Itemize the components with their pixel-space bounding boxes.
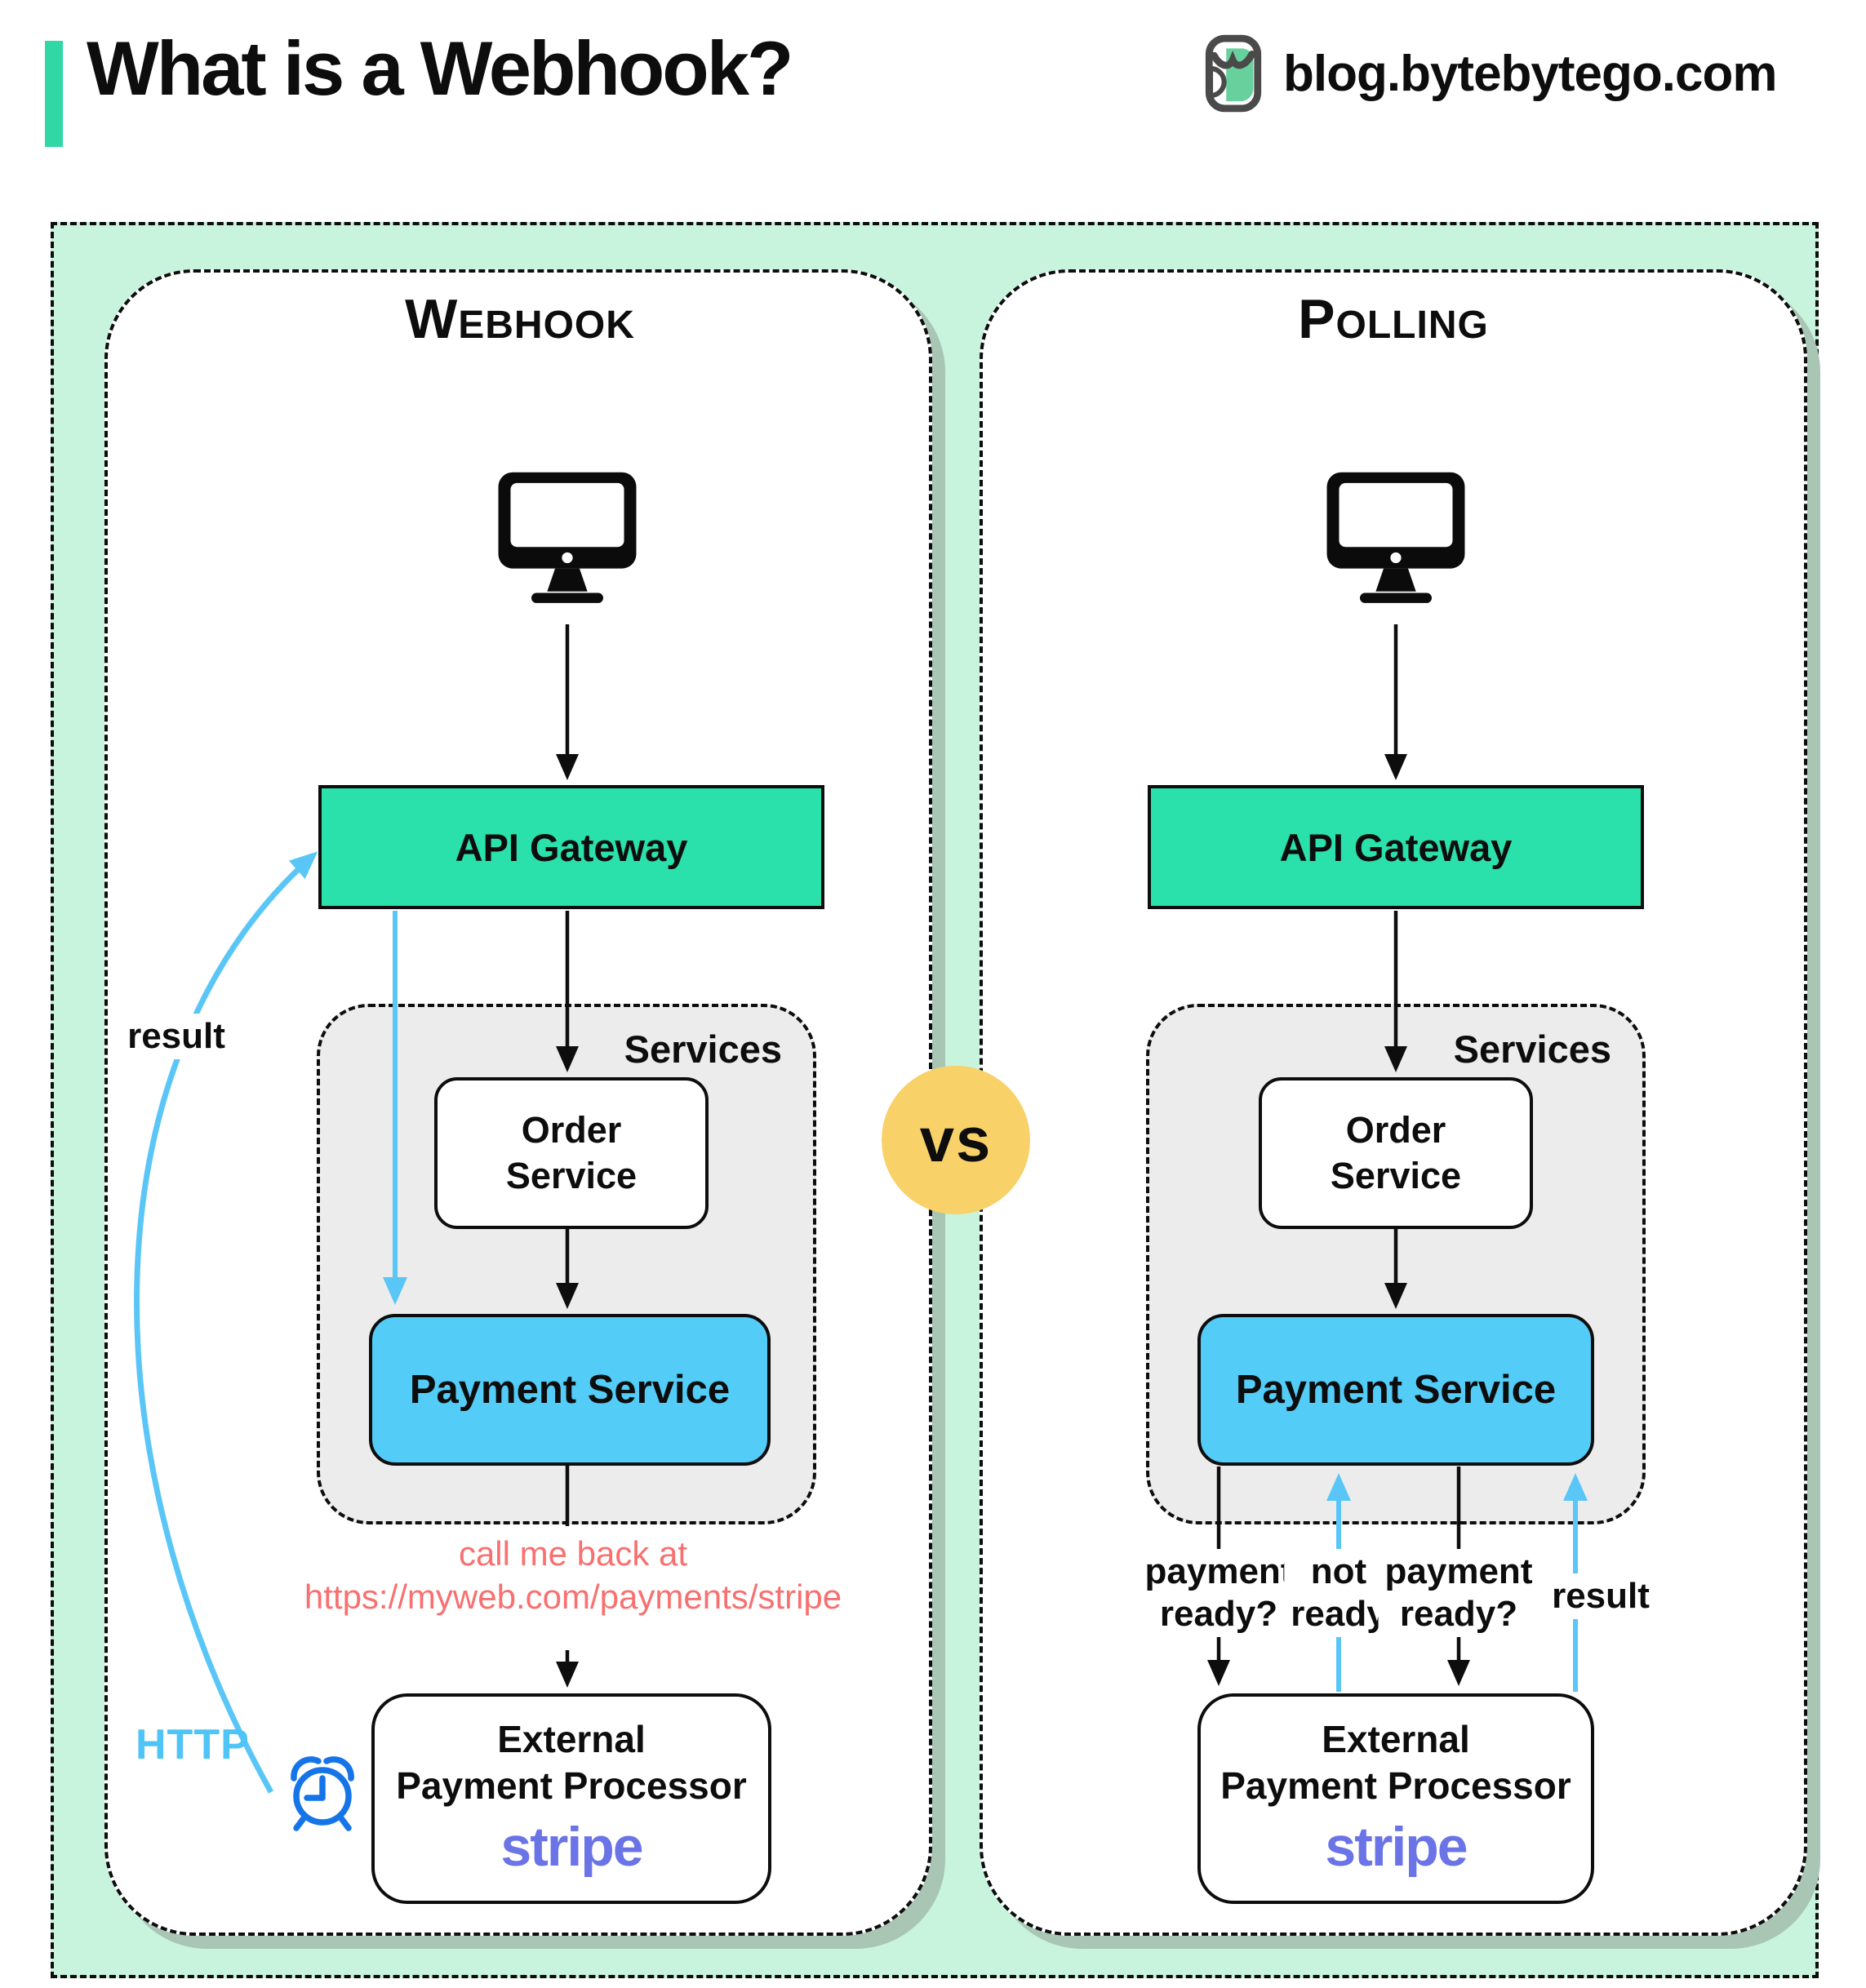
order-service-box-webhook: Order Service (434, 1077, 709, 1229)
logo-bird-line (1211, 51, 1256, 69)
payment-ready-1-line1: payment (1144, 1551, 1293, 1591)
not-ready-label: not ready (1284, 1549, 1393, 1637)
api-gateway-label: API Gateway (455, 825, 688, 869)
callback-note: call me back at https://myweb.com/paymen… (287, 1533, 859, 1618)
vs-text: vs (919, 1105, 993, 1175)
http-label: HTTP (136, 1721, 250, 1768)
page-title: What is a Webhook? (87, 25, 793, 111)
not-ready-line2: ready (1291, 1593, 1387, 1634)
payment-ready-2-line2: ready? (1399, 1593, 1518, 1634)
payment-ready-2-line1: payment (1384, 1551, 1533, 1591)
external-line2: Payment Processor (396, 1764, 747, 1807)
alarm-clock-icon (291, 1756, 354, 1831)
order-service-line1: Order (521, 1108, 622, 1151)
computer-icon (1326, 472, 1465, 603)
payment-service-label: Payment Service (1235, 1368, 1557, 1412)
order-service-line2: Service (1330, 1155, 1462, 1196)
external-line1: External (1322, 1718, 1470, 1761)
webhook-panel-title: Webhook (405, 288, 635, 350)
callback-note-line2: https://myweb.com/payments/stripe (304, 1577, 842, 1616)
stripe-logo: stripe (1325, 1815, 1468, 1878)
stripe-logo: stripe (500, 1815, 643, 1878)
callback-note-line1: call me back at (458, 1534, 688, 1573)
payment-ready-label-2: payment ready? (1378, 1549, 1539, 1637)
order-service-box-polling: Order Service (1259, 1077, 1533, 1229)
title-accent-bar (45, 41, 63, 147)
payment-ready-label-1: payment ready? (1138, 1549, 1300, 1637)
payment-ready-1-line2: ready? (1159, 1593, 1278, 1634)
payment-service-box-polling: Payment Service (1197, 1314, 1594, 1466)
result-label-webhook: result (121, 1014, 232, 1059)
services-label-polling: Services (1453, 1027, 1611, 1071)
api-gateway-box-webhook: API Gateway (318, 785, 824, 909)
payment-service-label: Payment Service (409, 1368, 731, 1412)
brand: blog.bytebytego.com (1205, 33, 1777, 114)
payment-service-box-webhook: Payment Service (369, 1314, 771, 1466)
polling-panel-title: Polling (1298, 288, 1489, 350)
logo-crescent (1207, 65, 1227, 99)
brand-site-text: blog.bytebytego.com (1283, 45, 1777, 102)
not-ready-line1: not (1310, 1551, 1367, 1591)
external-line2: Payment Processor (1220, 1764, 1571, 1807)
external-line1: External (497, 1718, 646, 1761)
external-processor-box-polling: External Payment Processor stripe (1197, 1693, 1594, 1904)
api-gateway-box-polling: API Gateway (1148, 785, 1644, 909)
order-service-line1: Order (1345, 1108, 1446, 1151)
vs-badge: vs (882, 1066, 1030, 1214)
bytebytego-logo-icon (1205, 34, 1262, 113)
external-processor-box-webhook: External Payment Processor stripe (371, 1693, 771, 1904)
computer-icon (498, 472, 637, 603)
result-label-polling: result (1545, 1573, 1656, 1619)
order-service-line2: Service (505, 1155, 638, 1196)
api-gateway-label: API Gateway (1279, 825, 1513, 869)
services-label-webhook: Services (624, 1027, 782, 1071)
